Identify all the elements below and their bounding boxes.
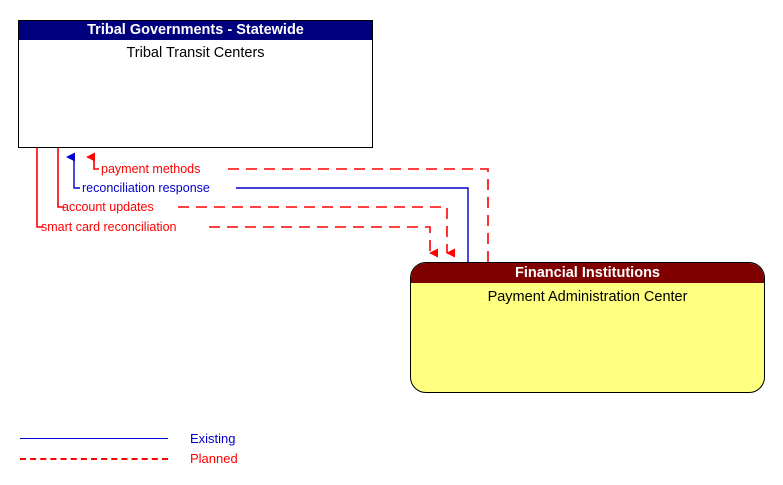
element-name-tribal-transit-centers: Tribal Transit Centers [126, 45, 265, 61]
flow-label-smart-card-reconciliation[interactable]: smart card reconciliation [41, 220, 177, 234]
element-box-payment-administration-center[interactable]: Financial Institutions Payment Administr… [410, 262, 765, 393]
element-name-payment-administration-center: Payment Administration Center [487, 289, 688, 305]
element-stakeholder-financial-institutions: Financial Institutions [411, 263, 764, 283]
flow-label-reconciliation-response[interactable]: reconciliation response [82, 181, 210, 195]
legend-label-existing: Existing [190, 431, 236, 446]
flow-label-payment-methods[interactable]: payment methods [101, 162, 201, 176]
legend-item-planned: Planned [20, 452, 238, 465]
flow-line-account-updates [57, 148, 455, 258]
flow-label-account-updates[interactable]: account updates [62, 200, 154, 214]
flow-line-reconciliation-response [66, 152, 469, 262]
element-box-tribal-transit-centers[interactable]: Tribal Governments - Statewide Tribal Tr… [18, 20, 373, 148]
element-stakeholder-tribal-governments: Tribal Governments - Statewide [19, 21, 372, 40]
legend-item-existing: Existing [20, 432, 236, 445]
legend-label-planned: Planned [190, 451, 238, 466]
legend-swatch-existing-line [20, 438, 168, 439]
legend-swatch-planned-line [20, 457, 168, 460]
flow-line-payment-methods [86, 152, 489, 262]
flow-line-smart-card-reconciliation [36, 148, 438, 258]
